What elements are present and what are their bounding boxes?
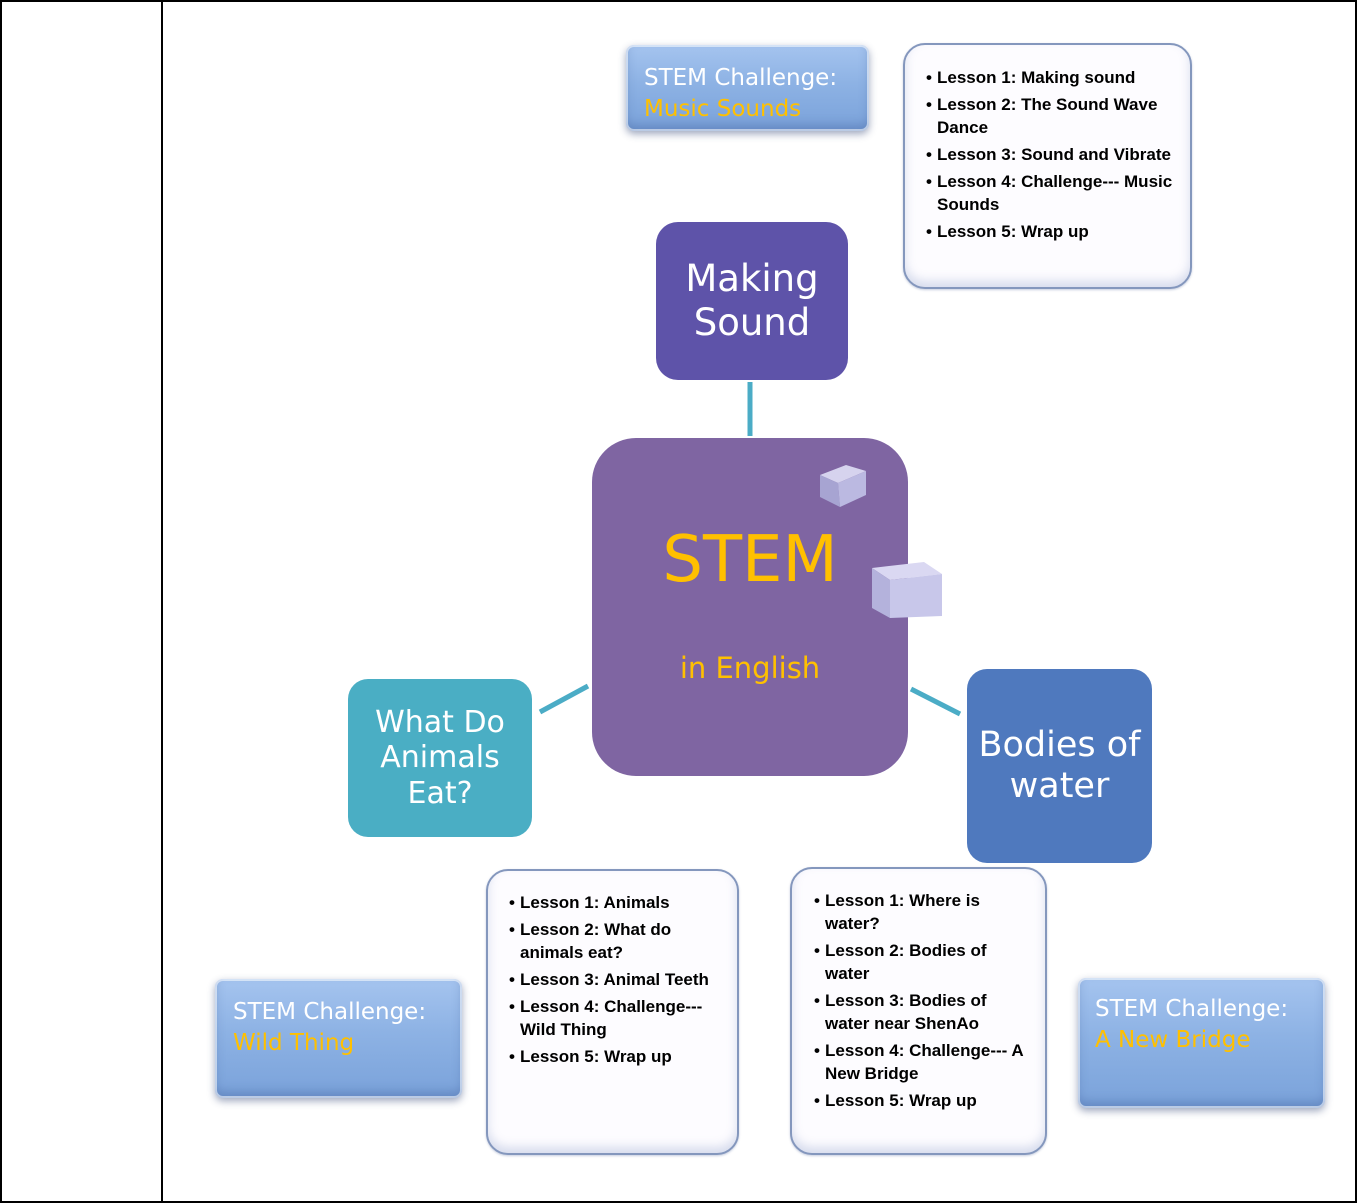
challenge-heading: STEM Challenge: xyxy=(1095,996,1289,1022)
list-item: Lesson 4: Challenge--- A New Bridge xyxy=(814,1039,1035,1085)
list-item: Lesson 1: Animals xyxy=(509,891,727,914)
list-item: Lesson 2: The Sound Wave Dance xyxy=(926,93,1180,139)
list-item: Lesson 5: Wrap up xyxy=(814,1089,1035,1112)
challenge-heading: STEM Challenge: xyxy=(233,999,427,1025)
list-item: Lesson 3: Animal Teeth xyxy=(509,968,727,991)
list-item: Lesson 5: Wrap up xyxy=(926,220,1180,243)
list-item: Lesson 3: Bodies of water near ShenAo xyxy=(814,989,1035,1035)
lesson-list-animals: Lesson 1: Animals Lesson 2: What do anim… xyxy=(486,869,739,1155)
challenge-music-sounds: STEM Challenge: Music Sounds xyxy=(626,45,869,131)
list-item: Lesson 2: What do animals eat? xyxy=(509,918,727,964)
list-item: Lesson 5: Wrap up xyxy=(509,1045,727,1068)
challenge-heading: STEM Challenge: xyxy=(644,65,838,91)
challenge-new-bridge: STEM Challenge: A New Bridge xyxy=(1078,978,1325,1108)
challenge-name: Wild Thing xyxy=(233,1030,355,1056)
topic-making-sound: Making Sound xyxy=(656,222,848,380)
small-cube-icon xyxy=(820,465,866,507)
list-item: Lesson 2: Bodies of water xyxy=(814,939,1035,985)
topic-bodies-of-water: Bodies of water xyxy=(967,669,1152,863)
lesson-list-bodies-of-water: Lesson 1: Where is water? Lesson 2: Bodi… xyxy=(790,867,1047,1155)
list-item: Lesson 1: Making sound xyxy=(926,66,1180,89)
topic-what-do-animals-eat: What Do Animals Eat? xyxy=(348,679,532,837)
list-item: Lesson 4: Challenge--- Music Sounds xyxy=(926,170,1180,216)
challenge-name: Music Sounds xyxy=(644,96,802,122)
list-item: Lesson 1: Where is water? xyxy=(814,889,1035,935)
center-subtitle: in English xyxy=(679,651,821,685)
lesson-list-making-sound: Lesson 1: Making sound Lesson 2: The Sou… xyxy=(903,43,1192,289)
center-title: STEM xyxy=(662,523,838,597)
left-table-cell xyxy=(0,0,161,1203)
list-item: Lesson 4: Challenge--- Wild Thing xyxy=(509,995,727,1041)
challenge-wild-thing: STEM Challenge: Wild Thing xyxy=(215,979,462,1098)
table-column-divider xyxy=(161,0,163,1203)
list-item: Lesson 3: Sound and Vibrate xyxy=(926,143,1180,166)
challenge-name: A New Bridge xyxy=(1095,1027,1251,1053)
large-cube-icon xyxy=(872,562,942,618)
